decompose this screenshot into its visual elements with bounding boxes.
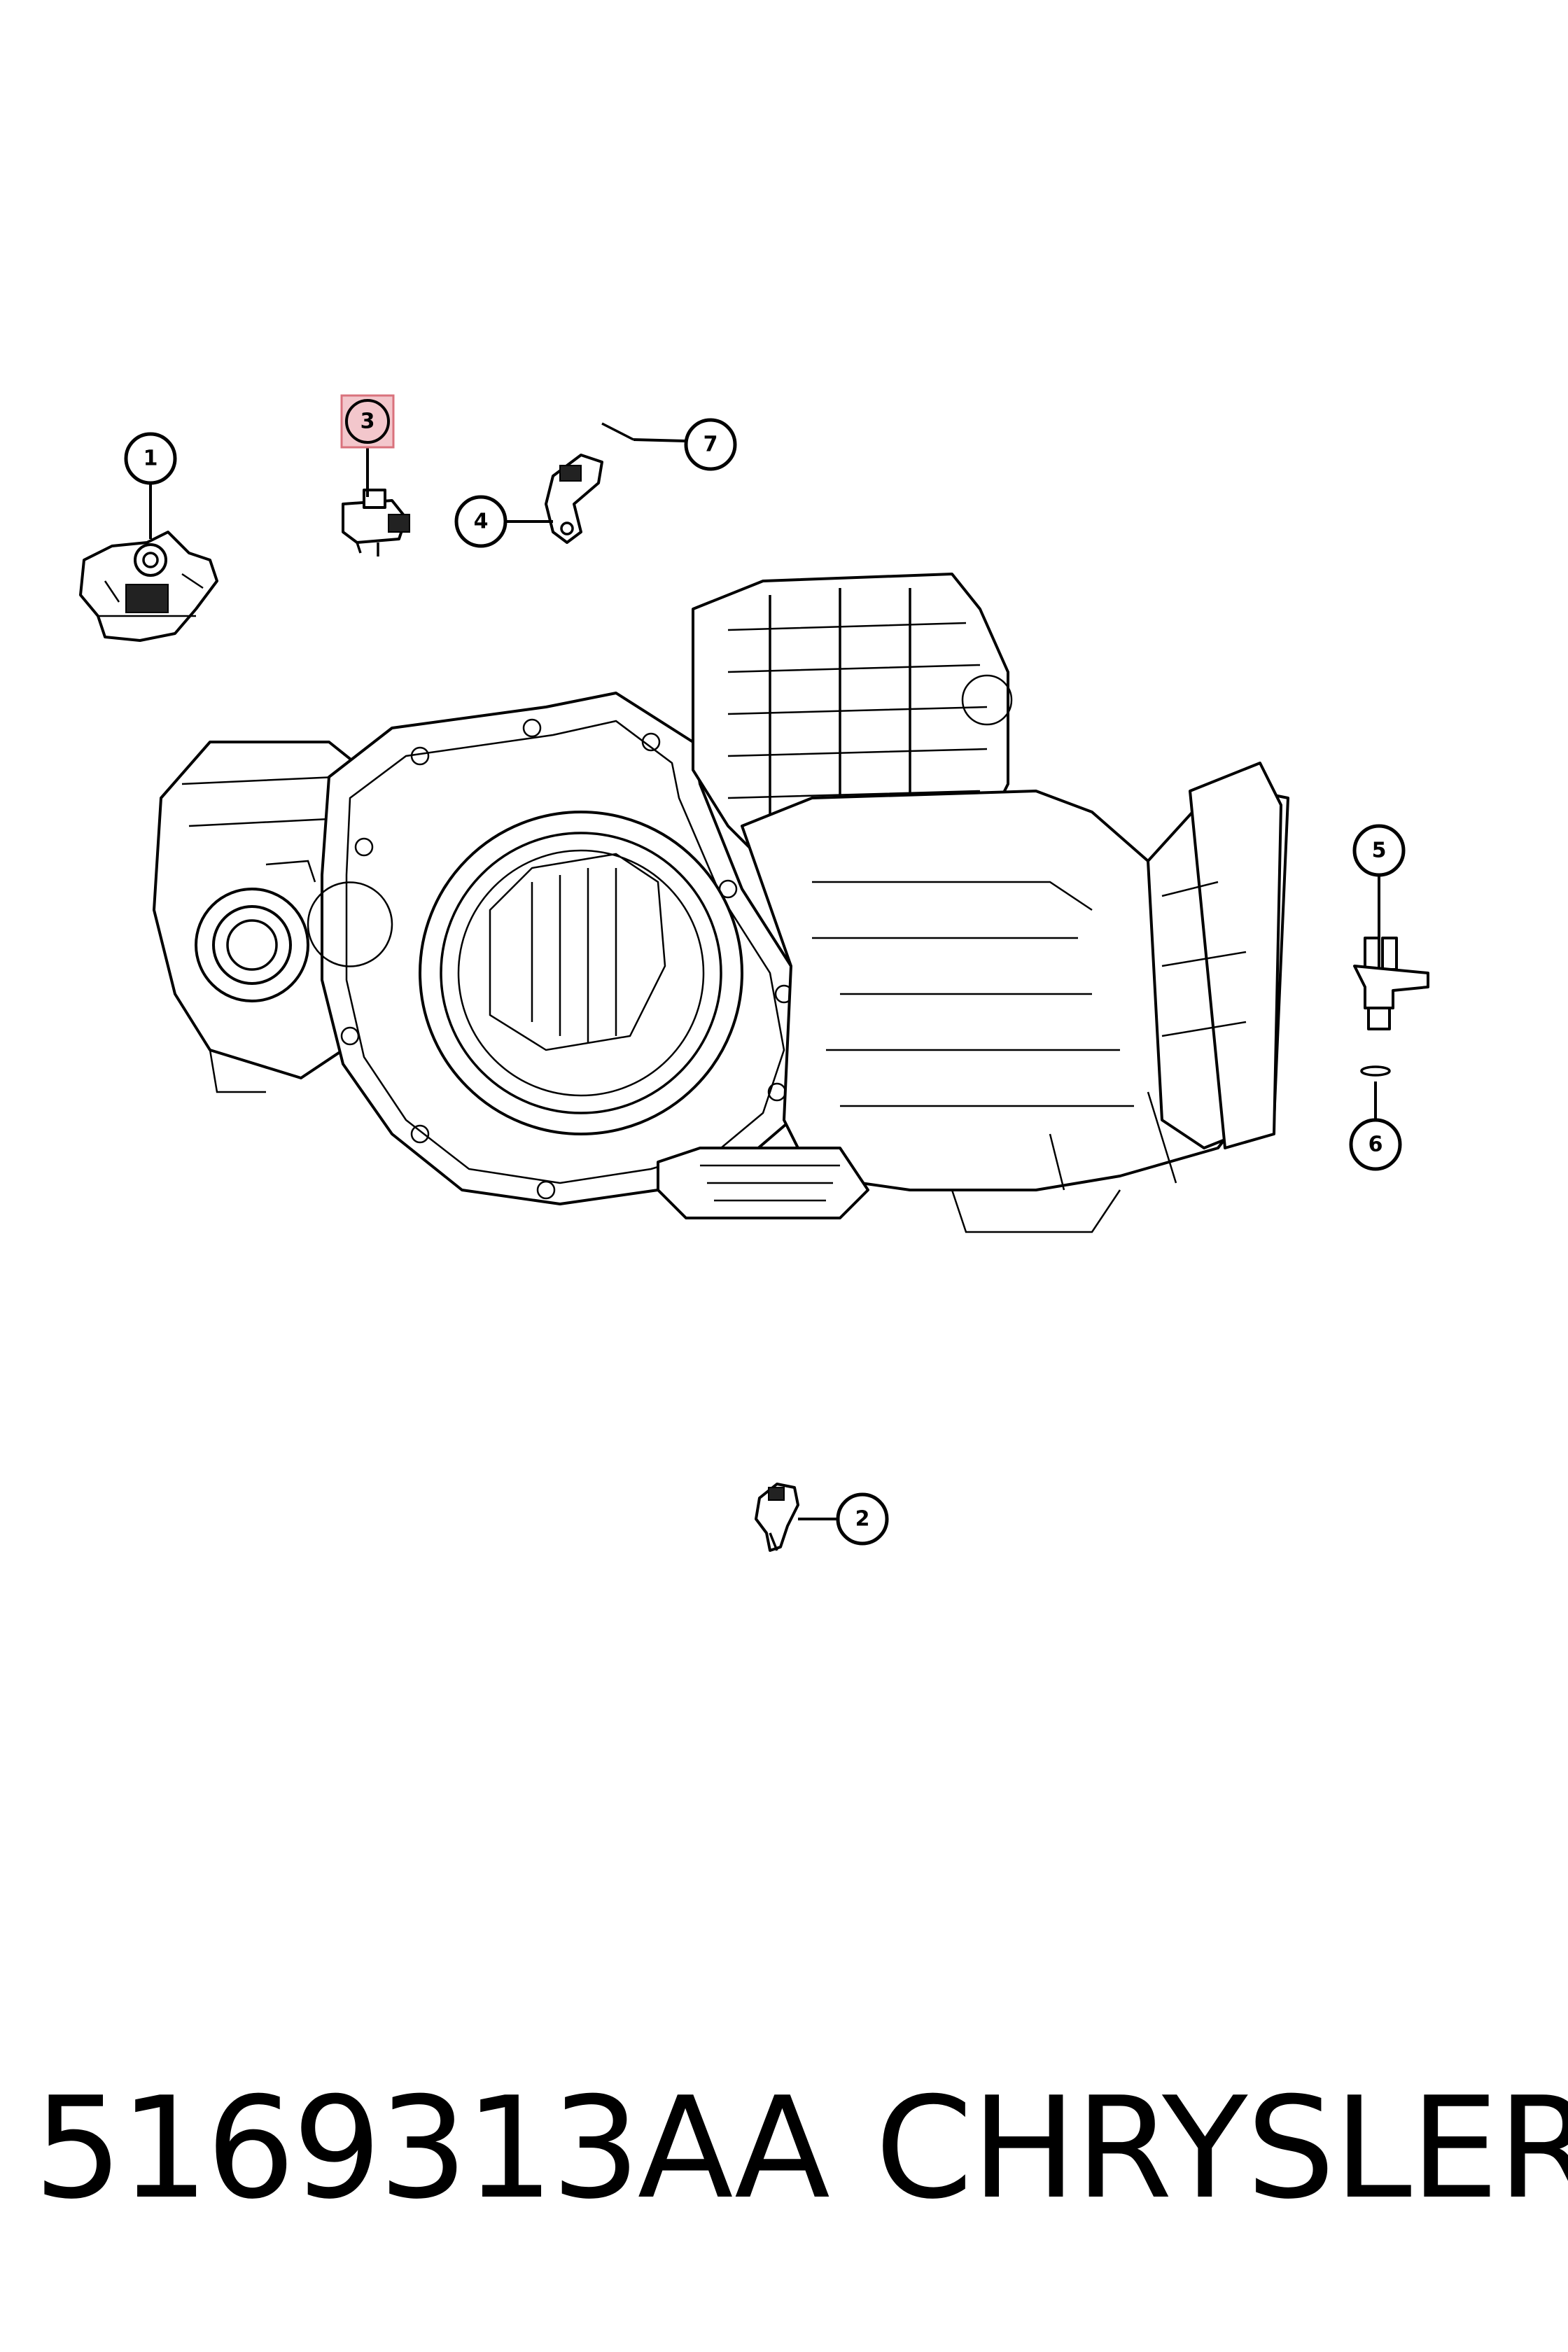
callout-7[interactable]: 7 [684,418,737,471]
callout-5-label: 5 [1372,839,1387,863]
transmission-assembly [153,573,1289,1233]
callout-7-label: 7 [704,433,718,457]
part-4-bracket [504,454,603,544]
callout-6[interactable]: 6 [1349,1118,1402,1171]
callout-2-label: 2 [855,1507,870,1532]
callout-3[interactable]: 3 [340,394,395,449]
callout-4-label: 4 [474,510,489,534]
callout-5[interactable]: 5 [1352,824,1406,877]
callout-2[interactable]: 2 [836,1492,889,1546]
part-7-pin [601,422,687,442]
part-3-solenoid [342,448,410,556]
brand-name: CHRYSLER [875,2067,1568,2230]
callout-4[interactable]: 4 [454,495,507,548]
callout-1-label: 1 [144,447,158,471]
callout-3-label: 3 [360,410,375,434]
part-1-range-sensor [79,483,218,642]
footer: 5169313AA CHRYSLER [0,2044,1568,2254]
callout-6-label: 6 [1368,1133,1383,1157]
part-number: 5169313AA [34,2067,830,2230]
part-5-speed-sensor [1353,875,1429,1030]
callout-1[interactable]: 1 [124,432,177,485]
part-2-clip [755,1483,840,1552]
part-6-o-ring [1360,1065,1391,1120]
